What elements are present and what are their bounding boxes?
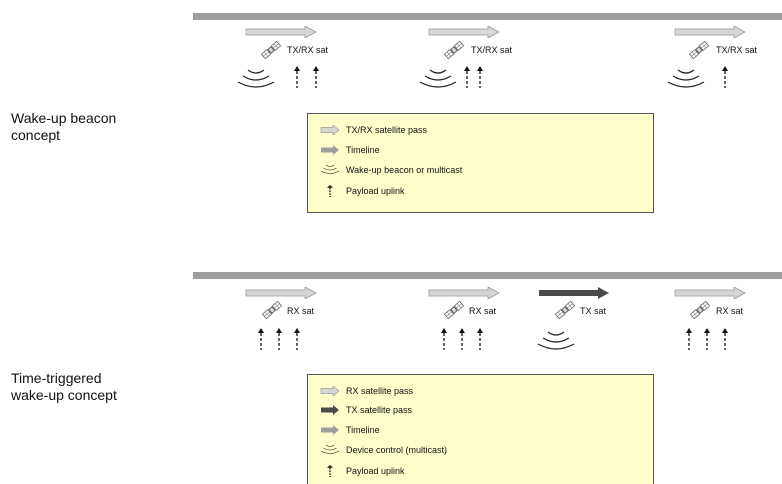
satellite-icon (690, 300, 710, 320)
wave-icon (320, 443, 340, 457)
rx-pass-arrow-2 (428, 287, 500, 299)
device-control-wave-icon (537, 331, 575, 350)
payload-uplink-icon (294, 328, 300, 351)
satellite-icon (444, 40, 464, 60)
time-triggered-concept-label: Time-triggered wake-up concept (11, 370, 117, 403)
satellite-icon (444, 300, 464, 320)
wave-icon (320, 163, 340, 177)
payload-uplink-icon (686, 328, 692, 351)
legend-box-bottom: RX satellite pass TX satellite pass Time… (307, 374, 654, 484)
tx-pass-arrow (539, 287, 609, 299)
payload-uplink-icon (477, 328, 483, 351)
txrx-pass-arrow-3 (674, 26, 746, 38)
uplink-arrow-icon (320, 464, 340, 478)
legend-label: TX satellite pass (346, 405, 413, 415)
wake-up-beacon-concept-label: Wake-up beacon concept (11, 110, 117, 143)
timeline-arrow-icon (320, 143, 340, 157)
payload-uplink-icon (441, 328, 447, 351)
legend-row: Device control (multicast) (320, 443, 447, 457)
payload-uplink-icon (477, 66, 483, 89)
satellite-icon (689, 40, 709, 60)
payload-uplink-icon (464, 66, 470, 89)
wake-up-beacon-wave-icon (419, 69, 457, 88)
legend-label: RX satellite pass (346, 386, 414, 396)
payload-uplink-icon (459, 328, 465, 351)
sat-label-txrx-2: TX/RX sat (471, 45, 513, 55)
legend-row: Wake-up beacon or multicast (320, 163, 462, 177)
legend-label: Device control (multicast) (346, 445, 448, 455)
timeline-bar-top (193, 13, 782, 20)
sat-label-rx-3: RX sat (716, 306, 744, 316)
legend-label: TX/RX satellite pass (346, 125, 428, 135)
sat-label-txrx-3: TX/RX sat (716, 45, 758, 55)
timeline-bar-bottom (193, 272, 782, 279)
sat-label-rx-1: RX sat (287, 306, 315, 316)
txrx-pass-arrow-1 (245, 26, 317, 38)
legend-row: Timeline (320, 143, 380, 157)
payload-uplink-icon (276, 328, 282, 351)
satellite-icon (261, 40, 281, 60)
legend-label: Timeline (346, 145, 380, 155)
legend-label: Payload uplink (346, 466, 405, 476)
satellite-icon (262, 300, 282, 320)
legend-label: Timeline (346, 425, 380, 435)
legend-box-top: TX/RX satellite pass Timeline Wake-up be… (307, 113, 654, 213)
legend-row: RX satellite pass (320, 384, 413, 398)
sat-label-tx: TX sat (580, 306, 607, 316)
legend-row: Timeline (320, 423, 380, 437)
satellite-icon (555, 300, 575, 320)
dark-arrow-icon (320, 403, 340, 417)
uplink-arrow-icon (320, 184, 340, 198)
legend-label: Wake-up beacon or multicast (346, 165, 463, 175)
rx-pass-arrow-1 (245, 287, 317, 299)
legend-row: TX/RX satellite pass (320, 123, 427, 137)
payload-uplink-icon (258, 328, 264, 351)
txrx-pass-arrow-2 (428, 26, 500, 38)
wake-up-beacon-wave-icon (237, 69, 275, 88)
payload-uplink-icon (722, 328, 728, 351)
payload-uplink-icon (722, 66, 728, 89)
rx-pass-arrow-3 (674, 287, 746, 299)
timeline-arrow-icon (320, 423, 340, 437)
light-arrow-icon (320, 123, 340, 137)
sat-label-txrx-1: TX/RX sat (287, 45, 329, 55)
legend-label: Payload uplink (346, 186, 405, 196)
legend-row: TX satellite pass (320, 403, 412, 417)
payload-uplink-icon (704, 328, 710, 351)
payload-uplink-icon (313, 66, 319, 89)
light-arrow-icon (320, 384, 340, 398)
legend-row: Payload uplink (320, 464, 405, 478)
wake-up-beacon-wave-icon (667, 69, 705, 88)
payload-uplink-icon (294, 66, 300, 89)
legend-row: Payload uplink (320, 184, 405, 198)
sat-label-rx-2: RX sat (469, 306, 497, 316)
